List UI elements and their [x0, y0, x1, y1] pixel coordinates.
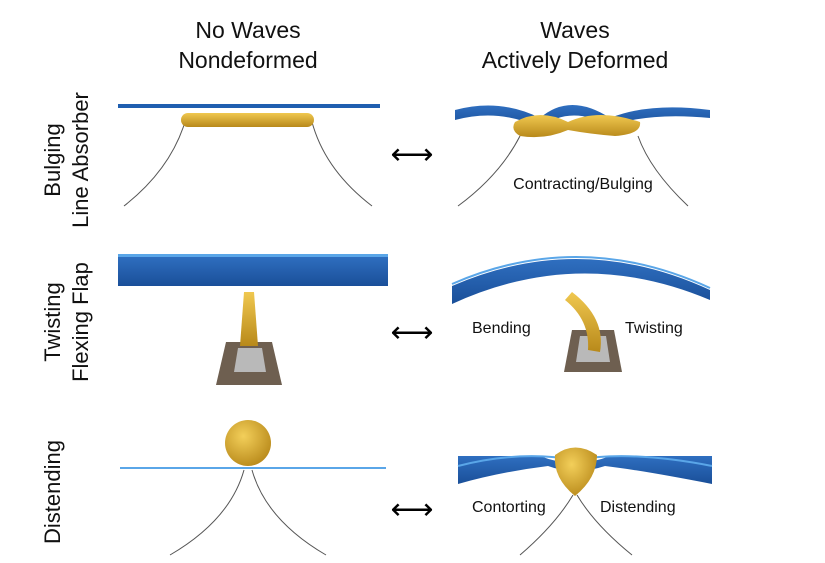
annotation-bending: Bending: [472, 320, 531, 337]
bulging-deformed-illustration: Contracting/Bulging: [455, 105, 710, 207]
bidirectional-arrow-icon: ⟷: [390, 493, 433, 526]
bidirectional-arrow-icon: ⟷: [390, 138, 433, 171]
column-header-no-waves: No Waves: [195, 17, 300, 43]
annotation-contorting: Contorting: [472, 499, 546, 516]
bulging-nondeformed-illustration: [118, 104, 380, 207]
bidirectional-arrow-icon: ⟷: [390, 316, 433, 349]
column-header-actively-deformed: Actively Deformed: [482, 47, 669, 73]
row-label-line-absorber: Line Absorber: [68, 92, 93, 228]
flexing-flap-nondeformed-illustration: [118, 254, 388, 385]
row-label-bulging: Bulging: [40, 123, 65, 196]
distending-nondeformed-illustration: [120, 420, 386, 556]
distending-deformed-illustration: Contorting Distending: [457, 447, 713, 556]
annotation-twisting: Twisting: [625, 320, 683, 337]
row-label-twisting: Twisting: [40, 282, 65, 361]
column-header-nondeformed: Nondeformed: [178, 47, 317, 73]
annotation-distending: Distending: [600, 499, 676, 516]
row-label-distending: Distending: [40, 440, 65, 544]
row-label-flexing-flap: Flexing Flap: [68, 262, 93, 382]
column-header-waves: Waves: [540, 17, 609, 43]
flexing-flap-deformed-illustration: Bending Twisting: [451, 255, 711, 372]
annotation-contracting-bulging: Contracting/Bulging: [513, 176, 653, 193]
